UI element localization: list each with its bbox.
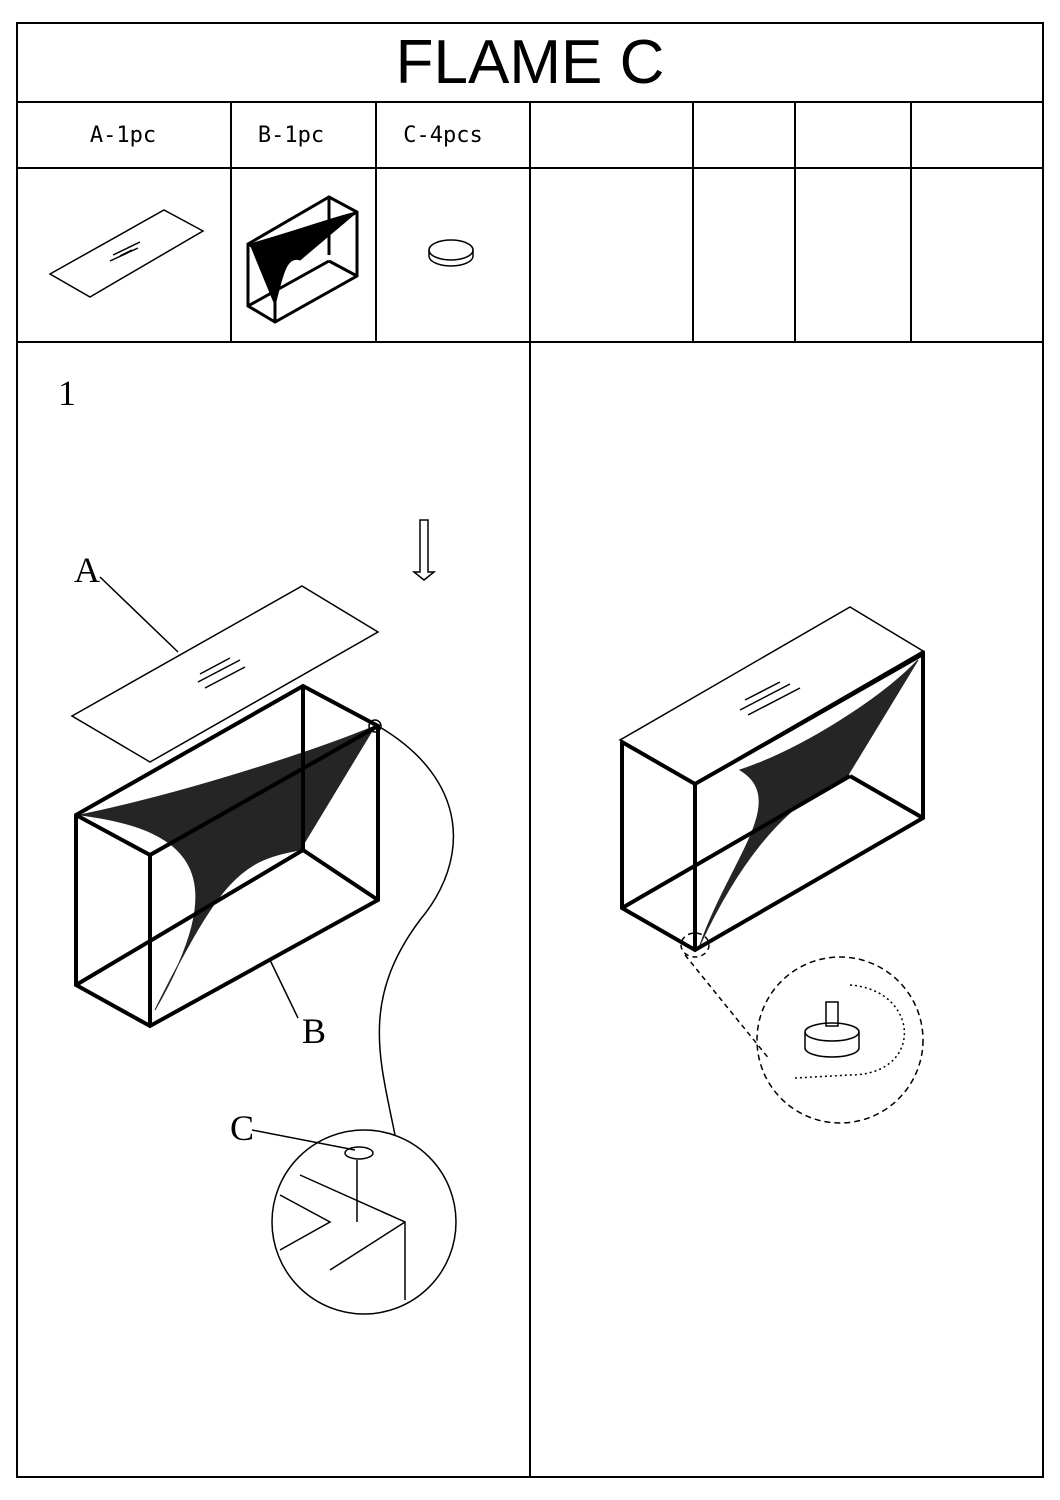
step-number: 1	[58, 373, 76, 413]
frame-icon	[246, 195, 359, 324]
callout-a: A	[74, 550, 100, 590]
screw-icon	[804, 1001, 860, 1058]
border-right	[1042, 22, 1044, 1478]
part-b-label: B-1pc	[257, 122, 325, 148]
border-left	[16, 22, 18, 1478]
assembled-table-view	[618, 606, 925, 1124]
glass-top-icon	[48, 209, 205, 298]
divider	[529, 102, 531, 1477]
part-c-label: C-4pcs	[403, 122, 483, 148]
step1-exploded-view	[70, 519, 457, 1315]
page-title: FLAME C	[395, 27, 665, 97]
divider	[910, 102, 912, 342]
glass-top	[70, 585, 380, 763]
divider	[794, 102, 796, 342]
detail-circle	[251, 1129, 457, 1315]
pad-icon	[428, 239, 474, 267]
divider	[375, 102, 377, 342]
part-a-label: A-1pc	[89, 122, 157, 148]
border-bottom	[16, 1476, 1044, 1478]
detail-circle	[756, 956, 924, 1124]
border-top	[16, 22, 1044, 24]
divider	[230, 102, 232, 342]
callout-b: B	[302, 1011, 327, 1051]
down-arrow-icon	[411, 519, 437, 581]
callout-c: C	[230, 1108, 255, 1148]
divider	[692, 102, 694, 342]
